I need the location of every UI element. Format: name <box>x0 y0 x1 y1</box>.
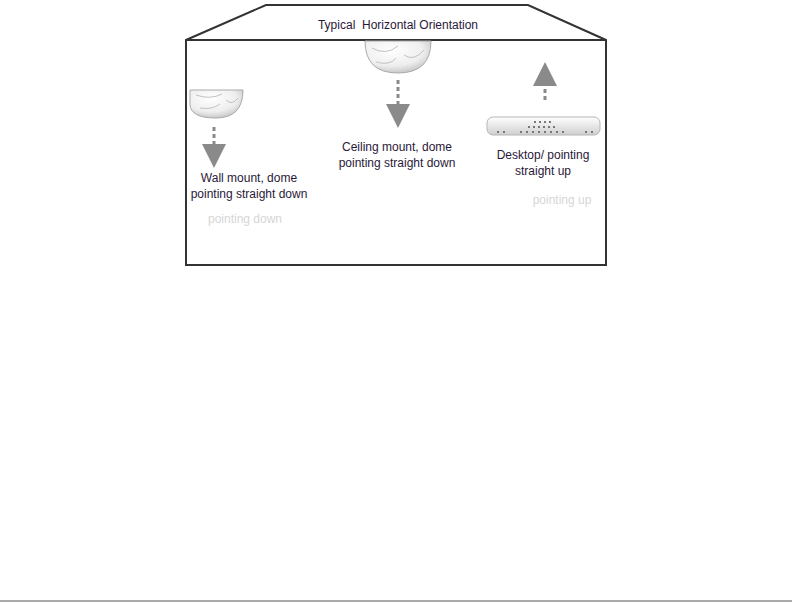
faded-note: pointing up <box>522 192 602 208</box>
house-outline <box>186 5 606 265</box>
ceiling-dome <box>365 41 431 73</box>
up-arrow <box>544 74 547 100</box>
down-arrow <box>213 127 216 156</box>
page-rule <box>0 601 792 602</box>
desktop-router <box>487 117 600 135</box>
faded-note: pointing down <box>190 211 300 227</box>
mount-caption: Wall mount, dome pointing straight down <box>187 170 311 202</box>
mount-caption: Desktop/ pointing straight up <box>488 147 598 179</box>
mount-caption: Ceiling mount, dome pointing straight do… <box>333 139 461 171</box>
wall-dome <box>190 90 243 118</box>
down-arrow <box>397 80 400 116</box>
diagram-title: Typical Horizontal Orientation <box>268 17 528 33</box>
